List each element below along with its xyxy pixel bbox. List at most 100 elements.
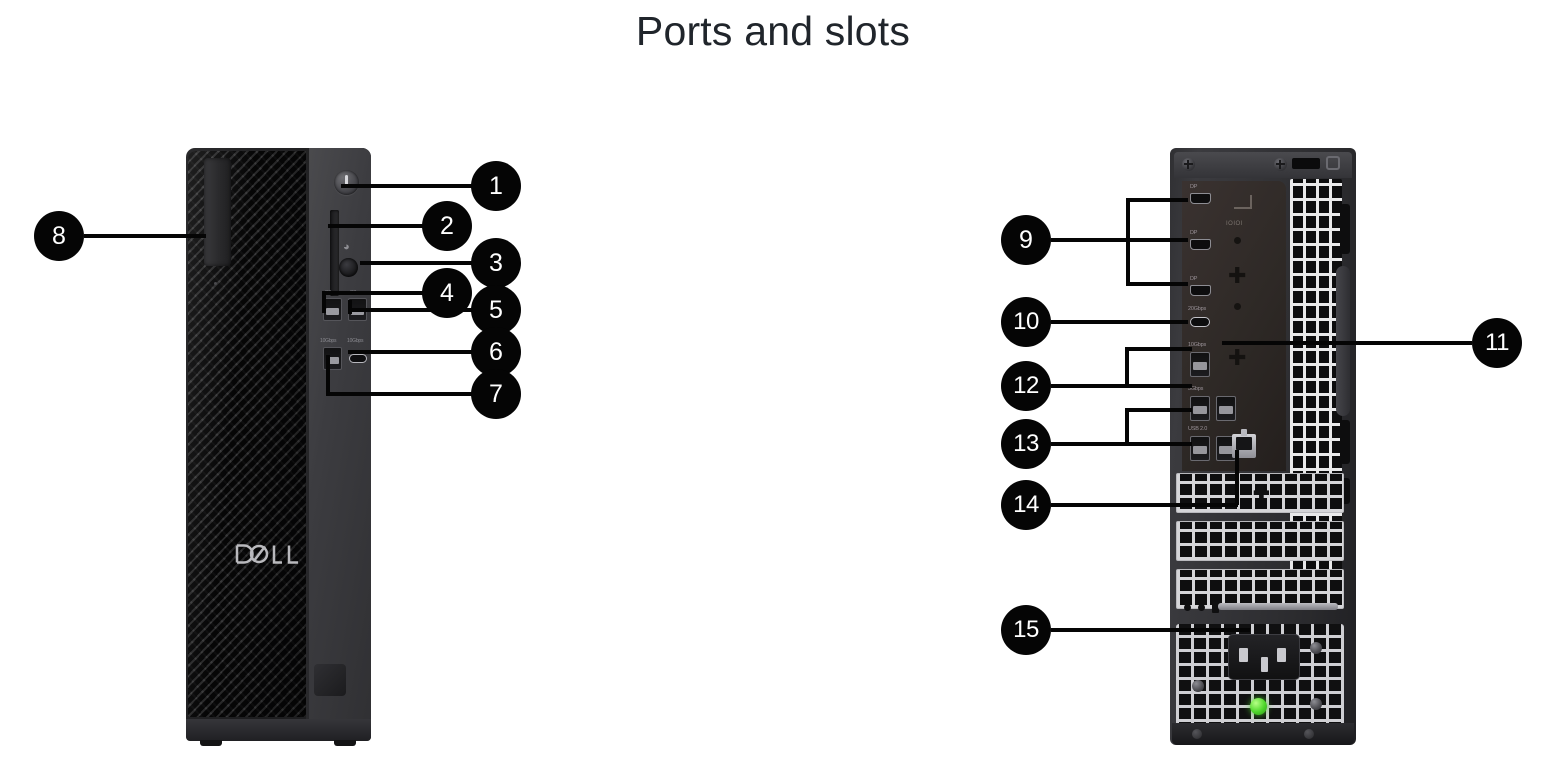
callout-badge-7[interactable]: 7 (471, 369, 521, 419)
rear-usb-port-4[interactable] (1190, 436, 1210, 461)
callout-badge-5[interactable]: 5 (471, 285, 521, 335)
rear-usb-port-1[interactable] (1190, 352, 1210, 377)
usb-lower-right-label: 10Gbps (347, 338, 364, 344)
callout-badge-13[interactable]: 13 (1001, 419, 1051, 469)
leader-line-11 (1222, 341, 1472, 345)
callout-badge-1[interactable]: 1 (471, 161, 521, 211)
callout-badge-12[interactable]: 12 (1001, 361, 1051, 411)
rear-usb-port-2[interactable] (1190, 396, 1210, 421)
callout-badge-11[interactable]: 11 (1472, 318, 1522, 368)
network-port[interactable] (1232, 429, 1256, 458)
rear-usb-type-c-port[interactable] (1190, 317, 1210, 327)
power-button[interactable] (334, 170, 359, 195)
io-dot-upper (1234, 237, 1241, 244)
leader-line-12-bottom (1125, 384, 1192, 388)
base-screw-right (1304, 729, 1314, 739)
chassis-foot-right (334, 740, 356, 746)
rear-base-bar (1172, 723, 1354, 745)
callout-badge-4[interactable]: 4 (422, 268, 472, 318)
dp2-label: DP (1190, 230, 1198, 236)
io-dot-lower (1234, 303, 1241, 310)
headset-jack[interactable] (339, 258, 358, 277)
leader-line-13 (1051, 442, 1128, 446)
displayport-3[interactable] (1190, 285, 1211, 296)
io-orientation-mark (1234, 195, 1252, 209)
psu-diagnostic-led (1250, 698, 1267, 715)
rear-usb-c-label: 20Gbps (1188, 306, 1207, 312)
leader-line-9 (1051, 238, 1129, 242)
leader-line-12-top (1125, 347, 1192, 351)
leader-line-1 (341, 184, 473, 188)
leader-line-6 (348, 350, 473, 354)
expansion-cross-icon: ✚ (1253, 483, 1270, 505)
expansion-slot-area: ✚ (1176, 473, 1344, 613)
usb-lower-left-label: 10Gbps (320, 338, 337, 344)
rear-usb-port-3[interactable] (1216, 396, 1236, 421)
displayport-2[interactable] (1190, 239, 1211, 250)
leader-line-9-bottom (1126, 282, 1188, 286)
leader-line-13-top (1125, 408, 1192, 412)
headset-icon: ◕ (343, 241, 350, 253)
displayport-1[interactable] (1190, 193, 1211, 204)
leader-line-4-vertical (322, 291, 326, 313)
usb-type-c-port[interactable] (349, 354, 367, 363)
io-serial-label: IOIOI (1226, 221, 1243, 227)
screw-top-center (1274, 158, 1287, 171)
front-view-illustration: ◕ SS SS 10Gbps 10Gbps (186, 148, 371, 746)
leader-line-3 (360, 261, 473, 265)
io-cross-lower: ✚ (1228, 345, 1247, 370)
callout-badge-14[interactable]: 14 (1001, 480, 1051, 530)
callout-badge-3[interactable]: 3 (471, 238, 521, 288)
sd-card-slot[interactable] (330, 210, 339, 296)
callout-badge-9[interactable]: 9 (1001, 215, 1051, 265)
leader-line-2 (328, 224, 424, 228)
rear-view-illustration: IOIOI ✚ ✚ DP DP DP 20Gbps 10Gbps 5Gbps U… (1170, 148, 1356, 745)
leader-line-14 (1051, 503, 1238, 507)
psu-screw-upper (1310, 642, 1322, 654)
kensington-lock-slot (1292, 158, 1320, 169)
leader-line-7 (326, 392, 473, 396)
rear-usb-lower-label: USB 2.0 (1188, 426, 1208, 432)
callout-badge-10[interactable]: 10 (1001, 297, 1051, 347)
leader-line-9-top (1126, 198, 1188, 202)
callout-badge-2[interactable]: 2 (422, 201, 472, 251)
front-io-column: ◕ SS SS 10Gbps 10Gbps (306, 148, 371, 741)
callout-badge-8[interactable]: 8 (34, 211, 84, 261)
power-connector-port[interactable] (1228, 634, 1300, 680)
rear-indicator-dots (1184, 602, 1219, 613)
callout-badge-6[interactable]: 6 (471, 327, 521, 377)
psu-screw-left (1192, 680, 1204, 692)
panel-pin-dot (214, 282, 217, 285)
rear-divider-rail (1218, 603, 1338, 610)
leader-line-5 (348, 308, 473, 312)
rear-usb-upper-label: 10Gbps (1188, 342, 1207, 348)
leader-line-5-vertical (348, 300, 352, 314)
front-base-bar (186, 719, 371, 741)
side-panel-strip (204, 158, 231, 266)
page-title: Ports and slots (635, 8, 911, 54)
dp3-label: DP (1190, 276, 1198, 282)
power-supply-grille (1176, 624, 1344, 736)
io-cross-upper: ✚ (1228, 263, 1247, 288)
leader-line-12-bracket (1125, 347, 1129, 388)
leader-line-4 (322, 291, 424, 295)
base-screw-left (1192, 729, 1202, 739)
leader-line-12 (1051, 384, 1128, 388)
padlock-loop-icon (1326, 156, 1340, 170)
expansion-slot-cover-2[interactable] (1176, 521, 1344, 561)
rear-slot-lower (1340, 478, 1350, 504)
dp1-label: DP (1190, 184, 1198, 190)
leader-line-13-bracket (1125, 408, 1129, 446)
expansion-card-slot[interactable]: ✚ (1176, 473, 1344, 513)
rear-slot-middle (1340, 420, 1350, 464)
leader-line-8 (84, 234, 206, 238)
rear-top-rail (1174, 152, 1352, 178)
callout-badge-15[interactable]: 15 (1001, 605, 1051, 655)
leader-line-14-vertical (1235, 450, 1239, 505)
rear-usb-mid-label: 5Gbps (1188, 386, 1204, 392)
dell-logo (233, 541, 303, 567)
psu-screw-lower (1310, 698, 1322, 710)
expansion-slot-cover-3[interactable] (1176, 569, 1344, 609)
chassis-foot-left (200, 740, 222, 746)
